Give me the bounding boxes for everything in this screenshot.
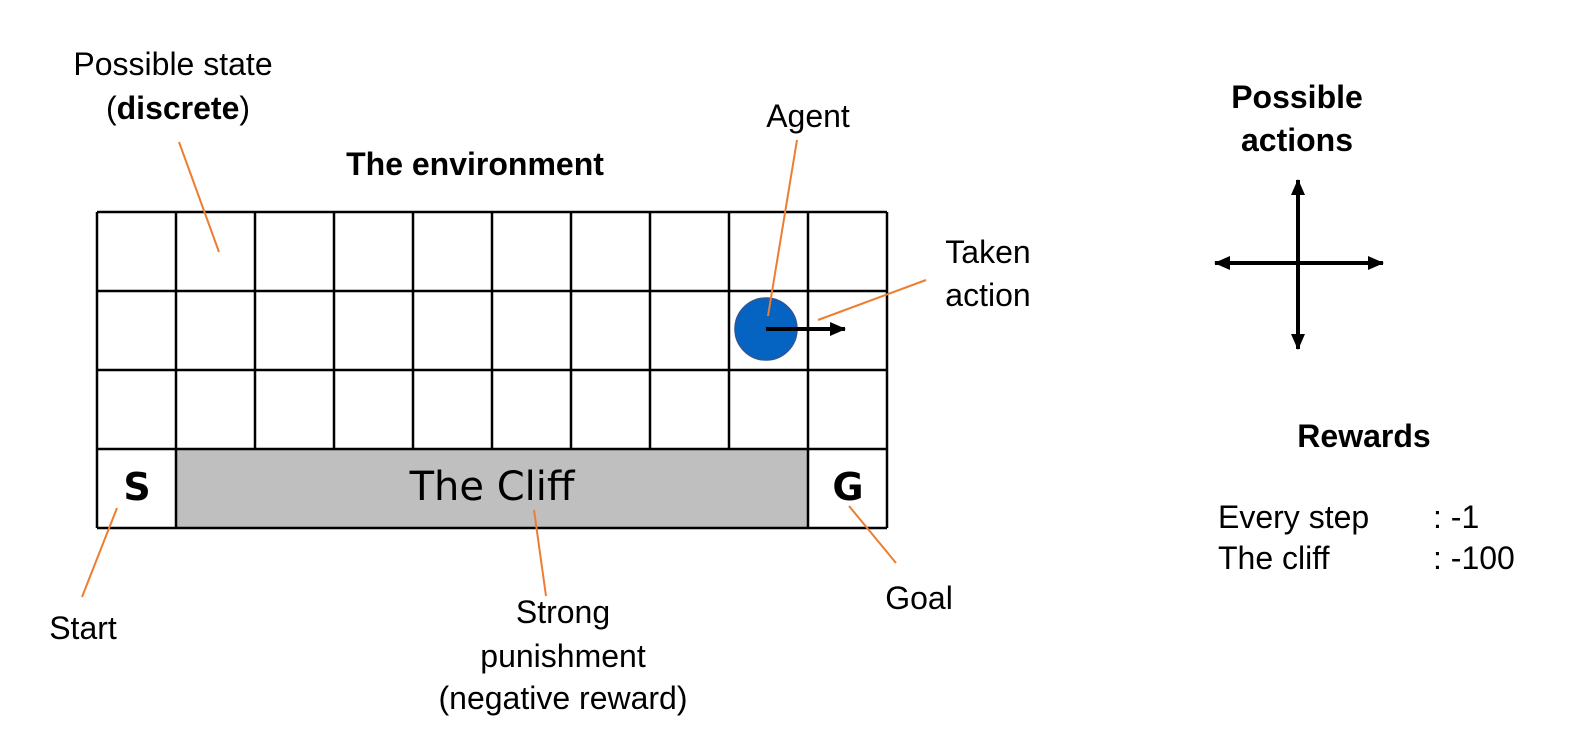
reward-label-every-step: Every step [1218,499,1369,535]
possible-state-open: ( [106,90,117,126]
environment-title: The environment [346,146,604,182]
start-label: Start [49,610,117,646]
agent-leader [767,139,798,317]
goal-cell-label: G [832,465,863,509]
possible-actions-title-line1: Possible [1231,79,1363,115]
reward-value-every-step: : -1 [1433,499,1479,535]
possible-state-close: ) [239,90,250,126]
possible-state-label: Possible state [73,46,272,82]
punishment-leader [533,509,547,597]
goal-label: Goal [885,580,953,616]
start-cell-label: S [123,465,150,509]
reward-value-the-cliff: : -100 [1433,540,1515,576]
start-leader [81,507,118,598]
possible-state-sublabel: (discrete) [106,90,250,126]
gridworld: S G The Cliff [95,210,889,530]
taken-action-label-line1: Taken [945,234,1030,270]
possible-state-discrete: discrete [117,90,240,126]
rewards-title: Rewards [1297,418,1430,454]
cliff-region [176,449,808,528]
possible-actions-title-line2: actions [1241,122,1353,158]
punishment-label-line1: Strong [516,594,610,630]
taken-action-label-line2: action [945,277,1030,313]
possible-state-leader [178,141,220,253]
punishment-label-line2: punishment [480,638,646,674]
cliff-label: The Cliff [409,464,576,510]
agent-label: Agent [766,98,850,134]
grid-lines [95,210,889,530]
goal-leader [848,505,897,564]
taken-action-leader [817,279,927,321]
reward-label-the-cliff: The cliff [1218,540,1330,576]
punishment-label-line3: (negative reward) [439,680,688,716]
action-cross-icon [1214,179,1384,350]
